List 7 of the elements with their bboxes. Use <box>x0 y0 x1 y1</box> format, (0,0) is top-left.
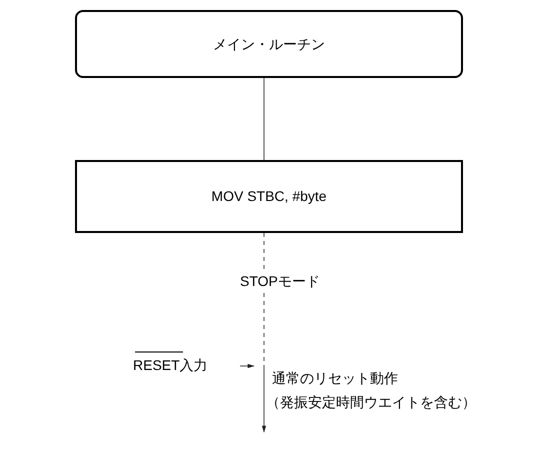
arrow <box>262 232 266 433</box>
process-box: MOV STBC, #byte <box>75 160 463 233</box>
note-text: 通常のリセット動作 <box>272 369 398 388</box>
arrow <box>240 364 255 368</box>
edge-label: STOPモード <box>240 272 320 291</box>
rounded-process-box: メイン・ルーチン <box>75 10 463 78</box>
note-text: （発振安定時間ウエイトを含む） <box>266 393 476 412</box>
